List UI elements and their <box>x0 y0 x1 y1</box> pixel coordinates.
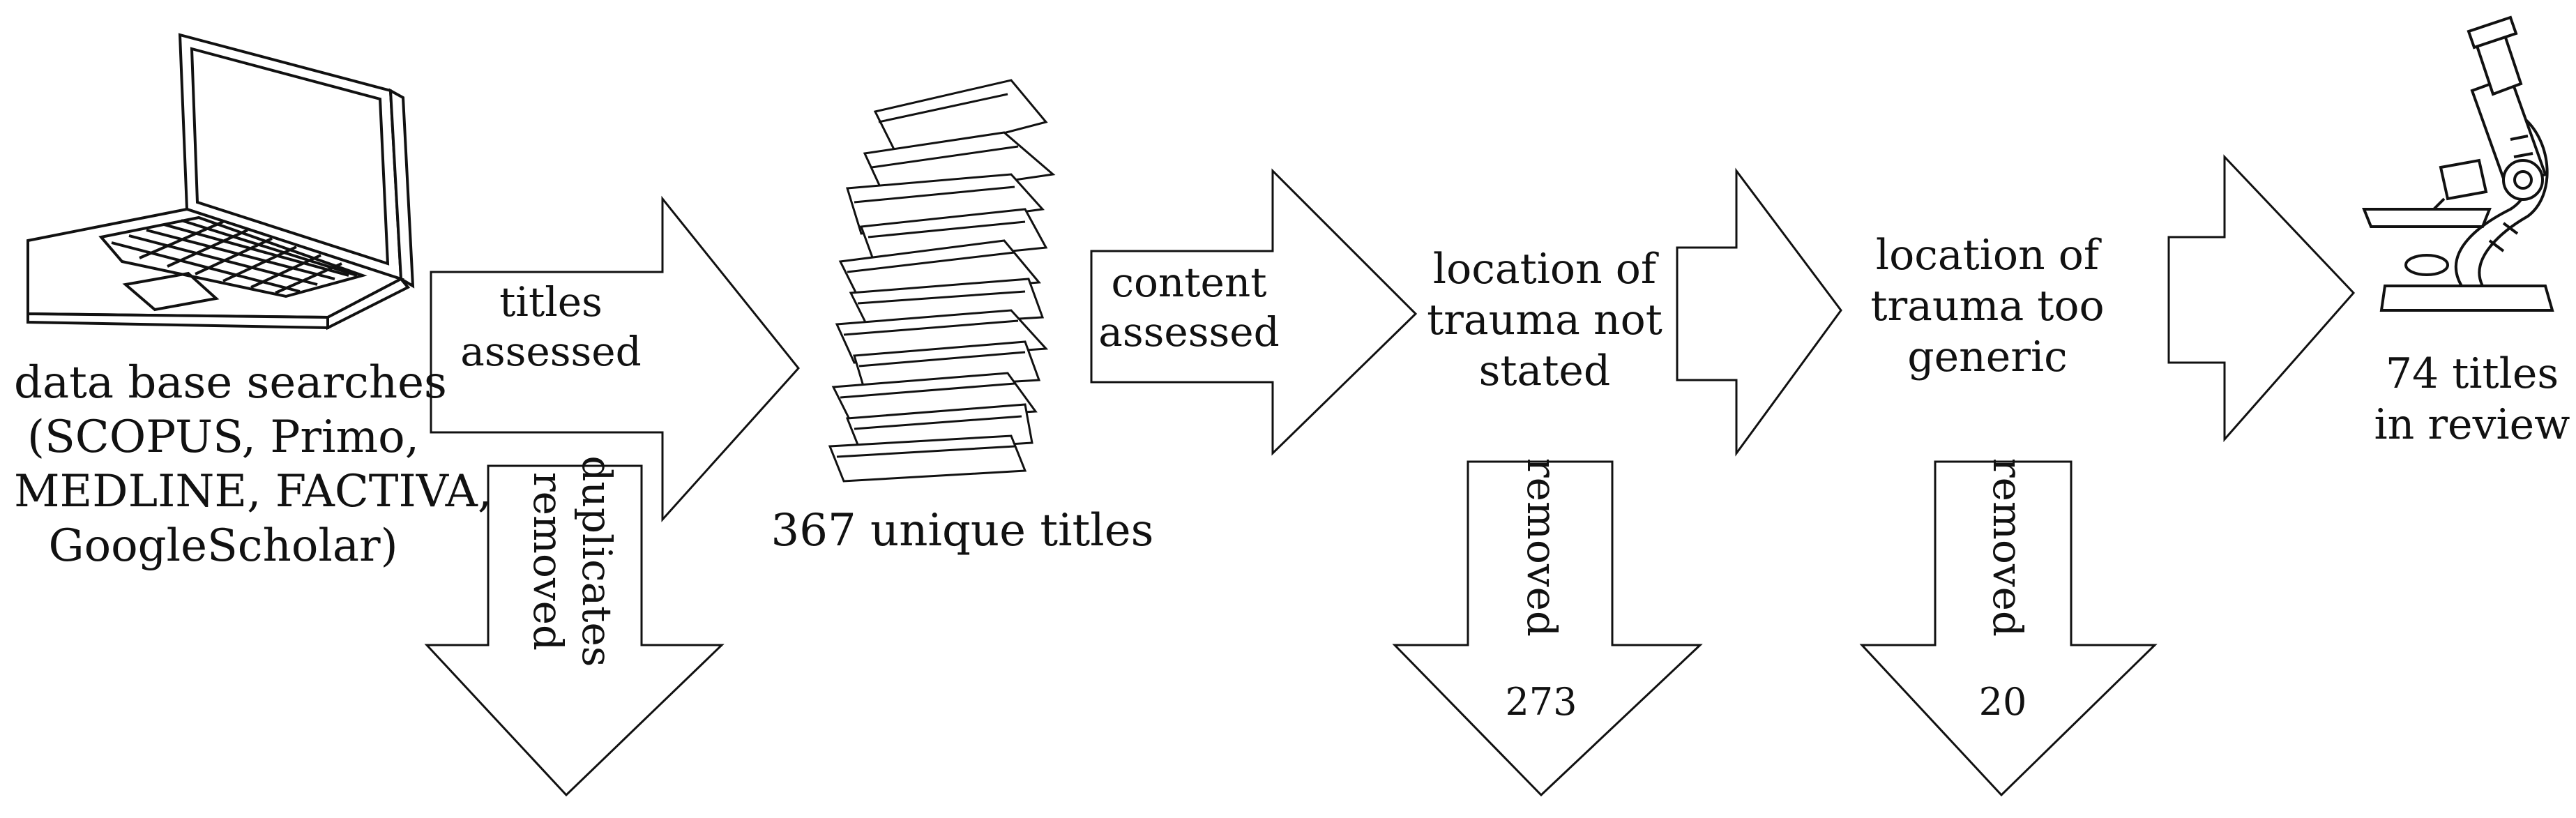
content-assessed-line-1: content <box>1111 259 1267 306</box>
arrow-removed-1 <box>1392 460 1703 797</box>
arrow-to-final <box>2167 154 2356 442</box>
sources-line-3: MEDLINE, FACTIVA, <box>14 466 492 518</box>
arrow-removed-2 <box>1859 460 2158 797</box>
sources-line-4: GoogleScholar) <box>48 520 398 573</box>
removed-1-count: 273 <box>1505 680 1577 724</box>
final-line-1: 74 titles <box>2385 349 2559 398</box>
stage-location-not-stated: location of trauma not stated <box>1416 244 1674 397</box>
duplicates-removed-label: duplicates removed <box>516 446 621 676</box>
sources-label: data base searches (SCOPUS, Primo, MEDLI… <box>14 356 492 573</box>
titles-assessed-line-2: assessed <box>460 327 642 375</box>
removed-2-label: removed <box>1984 457 2031 637</box>
final-line-2: in review <box>2374 400 2570 450</box>
duplicates-line-1: duplicates <box>573 455 621 667</box>
content-assessed-label: content assessed <box>1098 258 1280 357</box>
final-titles-label: 74 titles in review <box>2371 349 2573 450</box>
duplicates-line-2: removed <box>524 471 573 651</box>
titles-assessed-line-1: titles <box>499 278 603 326</box>
content-assessed-line-2: assessed <box>1098 308 1280 356</box>
arrow-titles-assessed <box>430 195 800 522</box>
too-generic-line-1: location of <box>1875 231 2100 280</box>
arrow-content-assessed <box>1090 168 1418 456</box>
microscope-icon <box>2362 15 2554 312</box>
sources-line-1: data base searches <box>14 357 447 409</box>
too-generic-line-2: trauma too <box>1870 282 2105 331</box>
arrow-duplicates-removed <box>424 464 725 797</box>
stage-location-too-generic: location of trauma too generic <box>1855 230 2120 384</box>
titles-assessed-label: titles assessed <box>446 278 656 377</box>
not-stated-line-2: trauma not <box>1427 296 1662 345</box>
not-stated-line-1: location of <box>1432 245 1657 294</box>
sources-line-2: (SCOPUS, Primo, <box>26 411 420 464</box>
unique-titles-label: 367 unique titles <box>771 505 1154 556</box>
not-stated-line-3: stated <box>1478 347 1611 396</box>
arrow-to-stage-generic <box>1676 167 1842 457</box>
removed-1-label: removed <box>1518 457 1566 637</box>
laptop-icon <box>26 33 415 331</box>
too-generic-line-3: generic <box>1907 333 2068 382</box>
paper-stack-icon <box>828 79 1056 483</box>
removed-2-count: 20 <box>1978 680 2027 724</box>
